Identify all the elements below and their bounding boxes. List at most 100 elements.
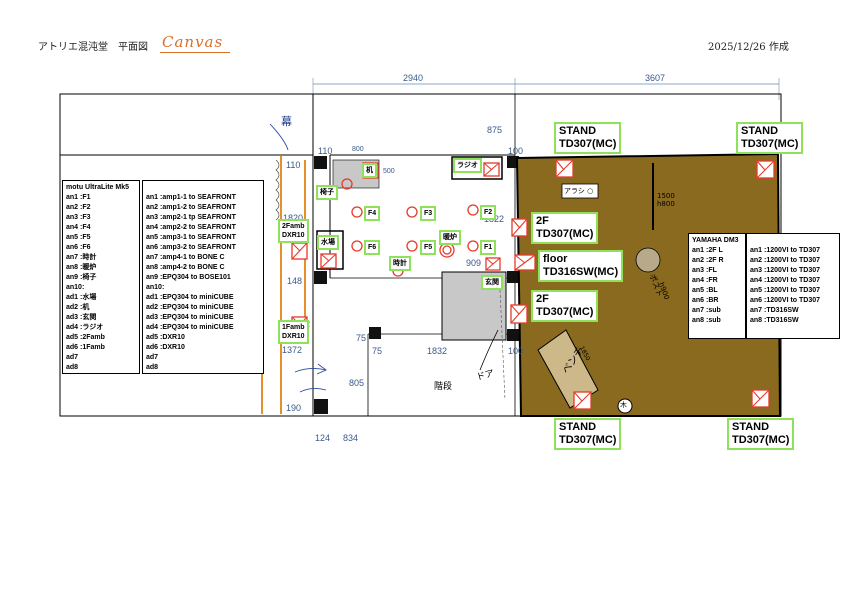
table-row: ad4 :ラジオ (66, 324, 104, 331)
dm3-title: YAMAHA DM3 (692, 237, 739, 244)
table-row: an3 :1200VI to TD307 (750, 267, 821, 274)
label-f2: F2 (480, 205, 497, 220)
label-f1: F1 (480, 240, 497, 255)
post-note: 1500 h800 (657, 192, 675, 208)
table-row: an2 :F2 (66, 204, 91, 211)
motu-output-list: an1 :amp1-1 to SEAFRONT an2 :amp1-2 to SE… (146, 193, 260, 373)
table-row: ad6 :DXR10 (146, 344, 185, 351)
dim-75b: 75 (372, 346, 383, 356)
table-row: an5 :BL (692, 287, 718, 294)
dim-110a: 110 (318, 146, 333, 156)
table-row: an4 :FR (692, 277, 718, 284)
table-row: ad8 (146, 364, 159, 371)
tree-label: 木 (620, 401, 627, 409)
table-row: an4 :amp2-2 to SEAFRONT (146, 224, 236, 231)
dim-500: 500 (383, 168, 395, 175)
table-row: ad7 (146, 354, 159, 361)
label-clock: 時計 (389, 256, 411, 271)
table-row: ad6 :1Famb (66, 344, 105, 351)
table-row: an7 :時計 (66, 254, 97, 261)
dim-800: 800 (352, 146, 364, 153)
dim-110b: 110 (286, 160, 301, 170)
table-row: ad1 :水場 (66, 294, 97, 301)
creation-date: 2025/12/26 作成 (708, 42, 789, 53)
table-row: an8 :sub (692, 317, 721, 324)
table-row: ad2 :机 (66, 304, 90, 311)
table-row: ad5 :DXR10 (146, 334, 185, 341)
table-row: ad4 :EPQ304 to miniCUBE (146, 324, 234, 331)
canvas-logo: Canvas (162, 33, 224, 51)
dim-805: 805 (349, 378, 365, 388)
label-f3: F3 (420, 206, 437, 221)
table-row: an1 :F1 (66, 194, 91, 201)
dim-834: 834 (343, 433, 359, 443)
table-row: an7 :sub (692, 307, 721, 314)
table-row: an9 :椅子 (66, 274, 97, 281)
table-row: ad7 (66, 354, 79, 361)
stairs-label: 階段 (434, 382, 453, 392)
label-f4: F4 (364, 206, 381, 221)
dim-875: 875 (487, 125, 503, 135)
dim-top-2940: 2940 (403, 73, 424, 83)
table-row: an5 :1200VI to TD307 (750, 287, 821, 294)
table-row: an4 :F4 (66, 224, 91, 231)
table-row: an8 :TD316SW (750, 317, 799, 324)
table-row: an7 :TD316SW (750, 307, 799, 314)
table-row: ad8 (66, 364, 79, 371)
table-row: an4 :1200VI to TD307 (750, 277, 821, 284)
table-row: an5 :amp3-1 to SEAFRONT (146, 234, 236, 241)
label-chair: 椅子 (316, 185, 338, 200)
table-row: an2 :1200VI to TD307 (750, 257, 821, 264)
label-desk: 机 (362, 163, 377, 178)
table-row: an6 :BR (692, 297, 719, 304)
amp-label: アラシ ○ (564, 187, 594, 195)
curtain-label: 幕 (281, 115, 292, 128)
dim-75a: 75 (356, 333, 367, 343)
table-row: ad3 :玄関 (66, 314, 97, 321)
table-row: an8 :amp4-2 to BONE C (146, 264, 225, 271)
dim-909: 909 (466, 258, 482, 268)
table-row: an2 :amp1-2 to SEAFRONT (146, 204, 236, 211)
dim-1372: 1372 (282, 345, 303, 355)
table-row: an3 :F3 (66, 214, 91, 221)
table-row: an10: (146, 284, 165, 291)
table-row: an1 :2F L (692, 247, 723, 254)
logo-underline (160, 52, 230, 53)
table-row: ad1 :EPQ304 to miniCUBE (146, 294, 234, 301)
table-row: an2 :2F R (692, 257, 724, 264)
table-row: an7 :amp4-1 to BONE C (146, 254, 225, 261)
table-row: an1 :1200VI to TD307 (750, 247, 821, 254)
label-f5: F5 (420, 240, 437, 255)
table-row: an10: (66, 284, 85, 291)
table-row: ad2 :EPQ304 to miniCUBE (146, 304, 234, 311)
label-stove: 暖炉 (439, 230, 461, 245)
dim-top-3607: 3607 (645, 73, 666, 83)
dim-148: 148 (287, 276, 303, 286)
dm3-outputs-table: an1 :1200VI to TD307 an2 :1200VI to TD307… (746, 233, 840, 339)
table-row: ad3 :EPQ304 to miniCUBE (146, 314, 234, 321)
table-row: an6 :1200VI to TD307 (750, 297, 821, 304)
dm3-output-list: an1 :1200VI to TD307 an2 :1200VI to TD307… (750, 246, 836, 326)
label-sink: 水場 (317, 235, 339, 250)
motu-outputs-table: an1 :amp1-1 to SEAFRONT an2 :amp1-2 to SE… (142, 180, 264, 374)
table-row: ad5 :2Famb (66, 334, 105, 341)
table-row: an6 :F6 (66, 244, 91, 251)
dim-100b: 100 (508, 346, 524, 356)
table-row: an1 :amp1-1 to SEAFRONT (146, 194, 236, 201)
dim-100a: 100 (508, 146, 524, 156)
table-row: an9 :EPQ304 to BOSE101 (146, 274, 231, 281)
page-title: アトリエ混沌堂 平面図 (38, 42, 148, 53)
